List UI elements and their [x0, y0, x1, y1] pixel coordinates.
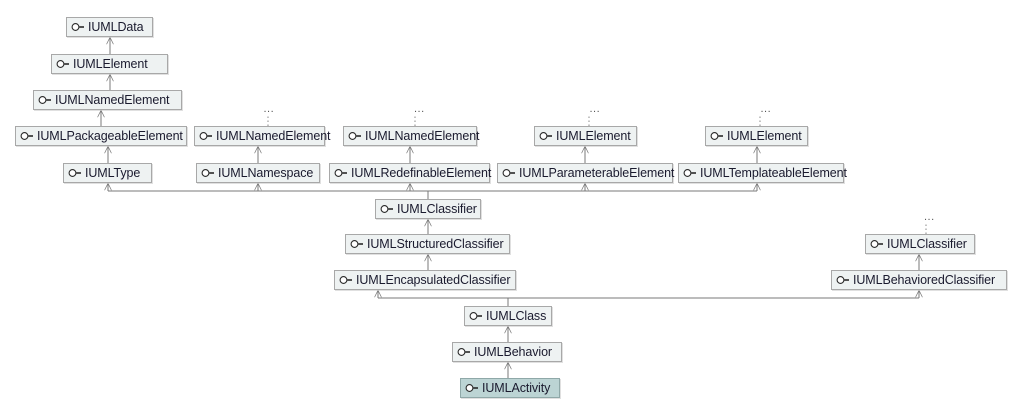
uml-node-label: IUMLElement: [556, 128, 631, 143]
uml-node-label: IUMLParameterableElement: [519, 165, 675, 180]
uml-node-iumlnamedelement[interactable]: IUMLNamedElement: [33, 90, 182, 110]
uml-node-label: IUMLBehavior: [474, 344, 552, 359]
uml-node-label: IUMLNamedElement: [55, 92, 170, 107]
interface-lollipop-icon: [502, 169, 515, 177]
uml-node-iumlnamespace[interactable]: IUMLNamespace: [196, 163, 320, 183]
interface-lollipop-icon: [469, 312, 482, 320]
uml-node-iumlelement[interactable]: IUMLElement: [534, 126, 637, 146]
uml-node-iumlbehavioredclassifier[interactable]: IUMLBehavioredClassifier: [831, 270, 1007, 290]
uml-node-label: IUMLNamespace: [218, 165, 314, 180]
uml-node-label: IUMLPackageableElement: [37, 128, 183, 143]
interface-lollipop-icon: [870, 240, 883, 248]
uml-node-iumlstructuredclassifier[interactable]: IUMLStructuredClassifier: [345, 234, 510, 254]
uml-node-iumldata[interactable]: IUMLData: [66, 17, 153, 37]
interface-lollipop-icon: [539, 132, 552, 140]
ellipsis-marker: ...: [589, 103, 601, 115]
uml-node-iumlnamedelement[interactable]: IUMLNamedElement: [194, 126, 331, 146]
interface-lollipop-icon: [683, 169, 696, 177]
interface-lollipop-icon: [38, 96, 51, 104]
uml-node-label: IUMLStructuredClassifier: [367, 236, 504, 251]
uml-node-iumlredefinableelement[interactable]: IUMLRedefinableElement: [329, 163, 492, 183]
uml-node-label: IUMLData: [88, 19, 144, 34]
uml-node-label: IUMLEncapsulatedClassifier: [356, 272, 511, 287]
interface-lollipop-icon: [710, 132, 723, 140]
ellipsis-marker: ...: [924, 211, 935, 223]
uml-node-label: IUMLNamedElement: [216, 128, 331, 143]
uml-node-iumlclassifier[interactable]: IUMLClassifier: [865, 234, 975, 254]
uml-node-iumltype[interactable]: IUMLType: [63, 163, 152, 183]
uml-node-iumlelement[interactable]: IUMLElement: [51, 54, 168, 74]
uml-node-label: IUMLNamedElement: [365, 128, 480, 143]
ellipsis-marker: ...: [414, 103, 425, 115]
interface-lollipop-icon: [348, 132, 361, 140]
uml-node-label: IUMLElement: [73, 56, 148, 71]
interface-lollipop-icon: [836, 276, 849, 284]
uml-node-iumlclassifier[interactable]: IUMLClassifier: [375, 199, 481, 219]
uml-node-label: IUMLType: [85, 165, 141, 180]
bus-class-parents: [378, 291, 919, 306]
interface-lollipop-icon: [56, 60, 69, 68]
interface-lollipop-icon: [339, 276, 352, 284]
uml-node-label: IUMLRedefinableElement: [351, 165, 492, 180]
interface-lollipop-icon: [350, 240, 363, 248]
interface-lollipop-icon: [20, 132, 33, 140]
interface-lollipop-icon: [334, 169, 347, 177]
interface-lollipop-icon: [465, 384, 478, 392]
interface-lollipop-icon: [201, 169, 214, 177]
interface-lollipop-icon: [71, 23, 84, 31]
uml-node-label: IUMLClass: [486, 308, 547, 323]
interface-lollipop-icon: [68, 169, 81, 177]
uml-node-iumlelement[interactable]: IUMLElement: [705, 126, 808, 146]
uml-node-label: IUMLBehavioredClassifier: [853, 272, 996, 287]
uml-node-label: IUMLClassifier: [397, 201, 477, 216]
interface-lollipop-icon: [380, 205, 393, 213]
interface-lollipop-icon: [199, 132, 212, 140]
uml-node-iumlactivity[interactable]: IUMLActivity: [460, 378, 560, 398]
bus-classifier-parents: [108, 184, 757, 199]
uml-node-label: IUMLTemplateableElement: [700, 165, 847, 180]
interface-lollipop-icon: [457, 348, 470, 356]
uml-node-iumlparameterableelement[interactable]: IUMLParameterableElement: [497, 163, 675, 183]
uml-node-label: IUMLClassifier: [887, 236, 967, 251]
ellipsis-marker: ...: [760, 103, 772, 115]
uml-node-iumlbehavior[interactable]: IUMLBehavior: [452, 342, 562, 362]
uml-node-iumlpackageableelement[interactable]: IUMLPackageableElement: [15, 126, 187, 146]
uml-node-iumlclass[interactable]: IUMLClass: [464, 306, 552, 326]
uml-node-iumlnamedelement[interactable]: IUMLNamedElement: [343, 126, 480, 146]
uml-node-iumlencapsulatedclassifier[interactable]: IUMLEncapsulatedClassifier: [334, 270, 516, 290]
uml-node-label: IUMLActivity: [482, 380, 551, 395]
uml-node-iumltemplateableelement[interactable]: IUMLTemplateableElement: [678, 163, 847, 183]
ellipsis-marker: ...: [263, 103, 275, 115]
uml-node-label: IUMLElement: [727, 128, 802, 143]
